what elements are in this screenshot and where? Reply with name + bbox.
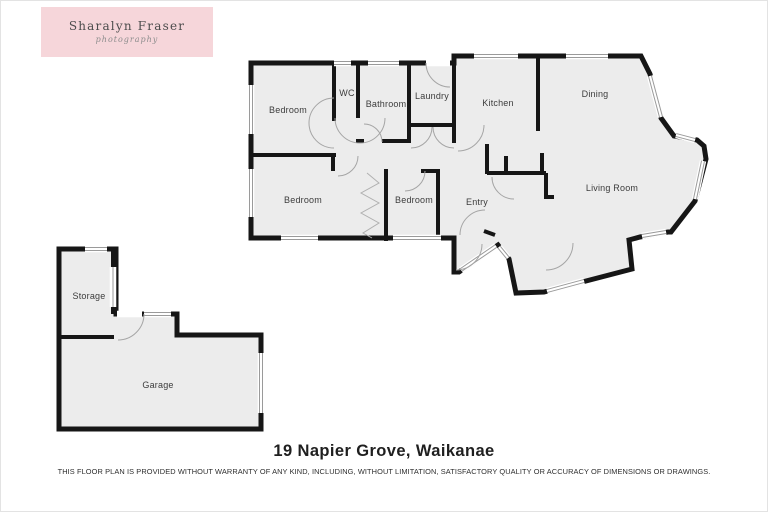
brand-tagline: photography [95, 34, 159, 44]
room-label-bedroom-3: Bedroom [395, 195, 433, 205]
garage-building [56, 246, 264, 432]
brand-logo: Sharalyn Fraser photography [41, 7, 213, 57]
disclaimer-text: THIS FLOOR PLAN IS PROVIDED WITHOUT WARR… [57, 467, 711, 476]
interior-walls [251, 56, 554, 241]
room-label-laundry: Laundry [415, 91, 449, 101]
room-label-wc: WC [339, 88, 355, 98]
room-label-entry: Entry [465, 197, 489, 207]
room-label-storage: Storage [72, 291, 106, 301]
room-label-dining: Dining [581, 89, 609, 99]
windows [85, 52, 707, 413]
room-label-bathroom: Bathroom [365, 99, 407, 109]
brand-name: Sharalyn Fraser [68, 19, 186, 34]
wardrobe-symbol [359, 172, 381, 239]
room-label-bedroom-1: Bedroom [269, 105, 307, 115]
door-arcs [117, 62, 574, 341]
room-label-garage: Garage [142, 380, 174, 390]
room-label-kitchen: Kitchen [482, 98, 514, 108]
address-title: 19 Napier Grove, Waikanae [273, 442, 495, 460]
room-label-living-room: Living Room [585, 183, 639, 193]
room-label-bedroom-2: Bedroom [284, 195, 322, 205]
